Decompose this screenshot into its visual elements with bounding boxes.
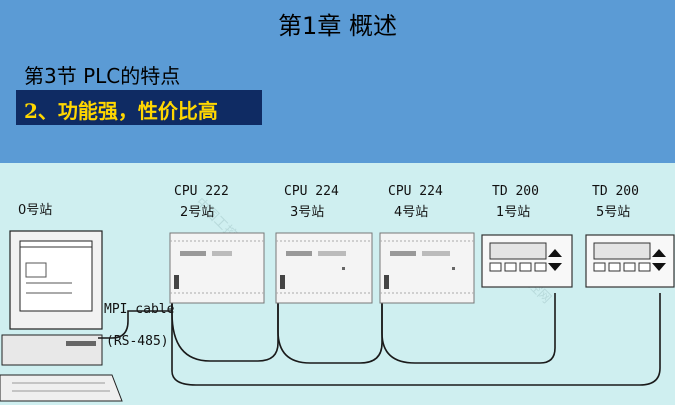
device-model-label: CPU 224 [284,184,339,199]
station-0-label: 0号站 [18,203,52,218]
text-display-td200-a [481,234,573,288]
device-model-label: CPU 224 [388,184,443,199]
mpi-cable-label: MPI cable [104,302,175,317]
device-station-label: 4号站 [394,205,428,220]
network-diagram-svg: 中国工控网 中国工控网 0号站 MPI cable (RS-485) [0,184,675,402]
subsection-title: 2、功能强，性价比高 [24,99,218,123]
subsection-title-box: 2、功能强，性价比高 [16,90,262,125]
plc-cpu-222 [169,232,265,304]
computer-icon [0,230,123,402]
plc-cpu-224-b [379,232,475,304]
device-station-label: 2号站 [180,205,214,220]
chapter-title: 第1章 概述 [278,12,397,40]
device-station-label: 5号站 [596,205,630,220]
device-model-label: TD 200 [592,184,639,199]
device-station-label: 3号站 [290,205,324,220]
text-display-td200-b [585,234,675,288]
plc-cpu-224-a [275,232,373,304]
device-model-label: TD 200 [492,184,539,199]
network-diagram: 中国工控网 中国工控网 0号站 MPI cable (RS-485) [0,163,675,405]
section-title: 第3节 PLC的特点 [24,64,181,88]
device-model-label: CPU 222 [174,184,229,199]
mpi-cables [98,291,661,386]
device-station-label: 1号站 [496,205,530,220]
rs485-label: (RS-485) [106,334,169,349]
